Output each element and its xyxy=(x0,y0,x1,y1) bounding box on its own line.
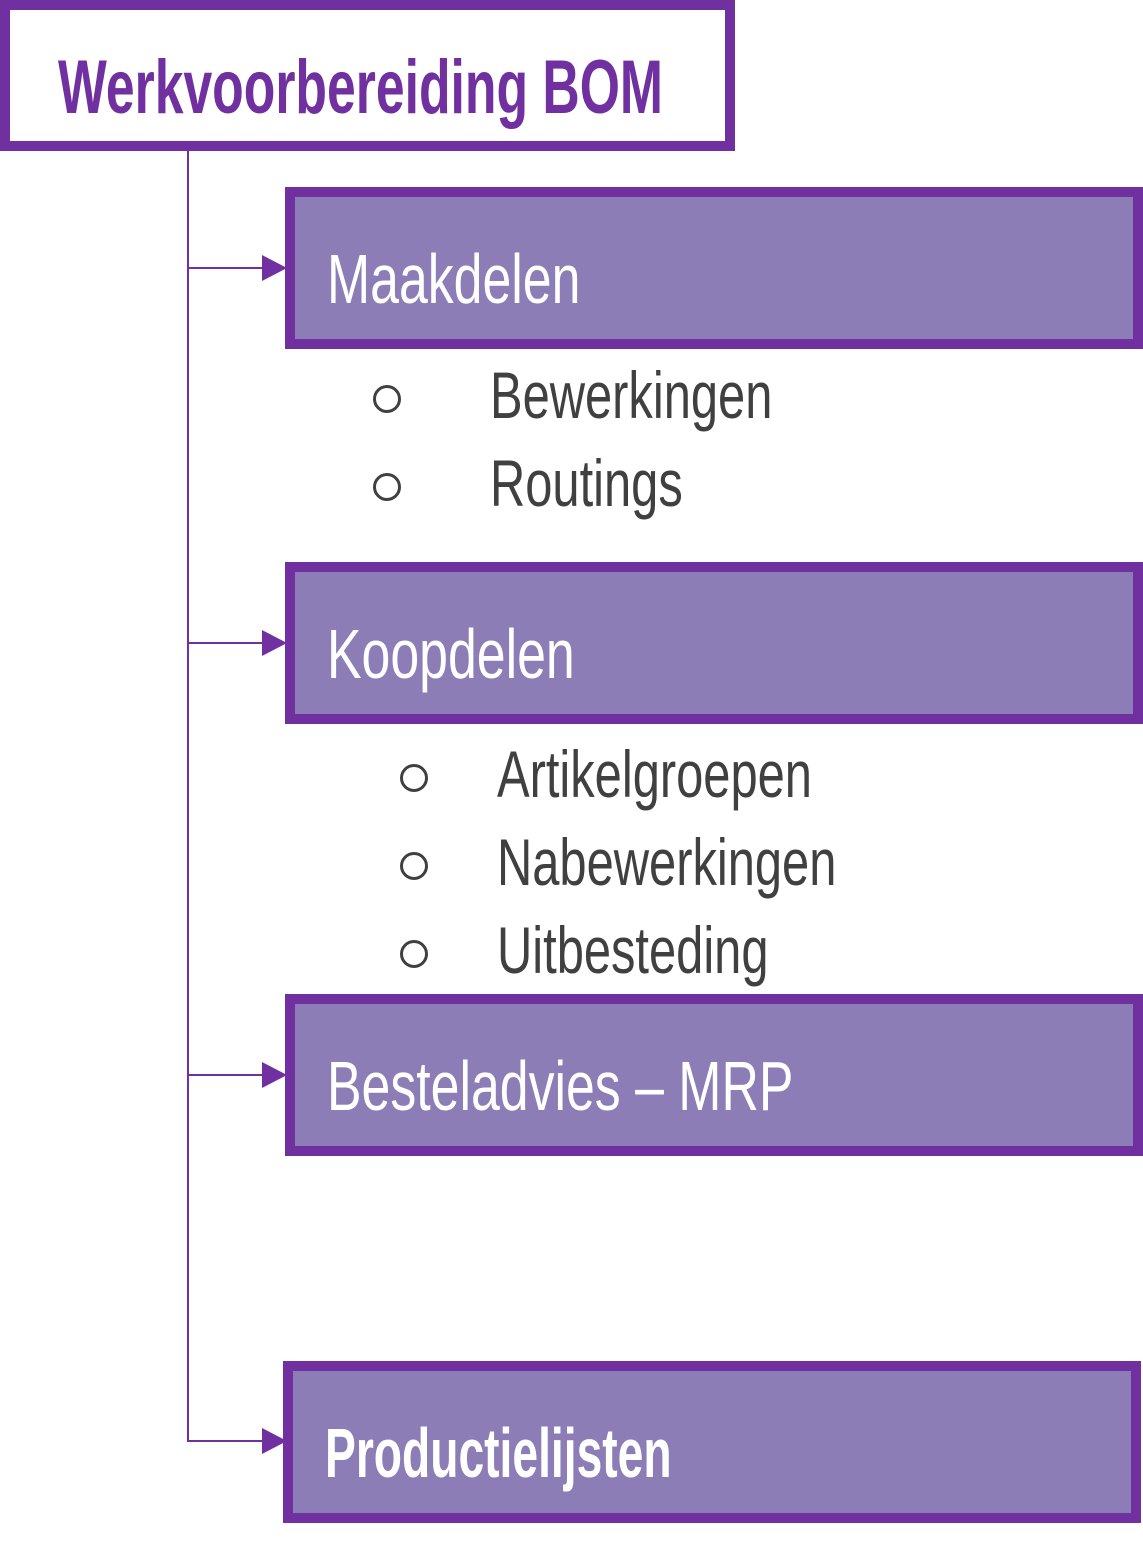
arrow-icon xyxy=(262,1062,287,1088)
node-besteladvies: Besteladvies – MRP xyxy=(285,994,1143,1156)
node-koopdelen: Koopdelen xyxy=(285,562,1143,724)
circle-bullet-icon xyxy=(400,852,428,880)
root-node: Werkvoorbereiding BOM xyxy=(0,0,735,151)
arrow-icon xyxy=(262,255,287,281)
node-maakdelen: Maakdelen xyxy=(285,187,1143,349)
list-item: Artikelgroepen xyxy=(497,737,812,811)
node-label: Maakdelen xyxy=(327,240,581,318)
list-item: Uitbesteding xyxy=(497,913,769,987)
list-item: Routings xyxy=(490,446,683,520)
root-title: Werkvoorbereiding BOM xyxy=(58,45,663,130)
node-productielijsten: Productielijsten xyxy=(283,1361,1141,1523)
node-label: Besteladvies – MRP xyxy=(327,1047,794,1125)
node-label: Koopdelen xyxy=(327,615,575,693)
connector-koopdelen xyxy=(188,642,264,644)
node-label: Productielijsten xyxy=(325,1414,672,1492)
circle-bullet-icon xyxy=(373,473,401,501)
circle-bullet-icon xyxy=(373,385,401,413)
arrow-icon xyxy=(262,1428,287,1454)
connector-productielijsten xyxy=(188,1440,264,1442)
circle-bullet-icon xyxy=(400,764,428,792)
connector-maakdelen xyxy=(188,267,264,269)
circle-bullet-icon xyxy=(400,940,428,968)
list-item: Bewerkingen xyxy=(490,358,773,432)
connector-besteladvies xyxy=(188,1074,264,1076)
connector-trunk xyxy=(187,151,189,1442)
arrow-icon xyxy=(262,630,287,656)
list-item: Nabewerkingen xyxy=(497,825,837,899)
